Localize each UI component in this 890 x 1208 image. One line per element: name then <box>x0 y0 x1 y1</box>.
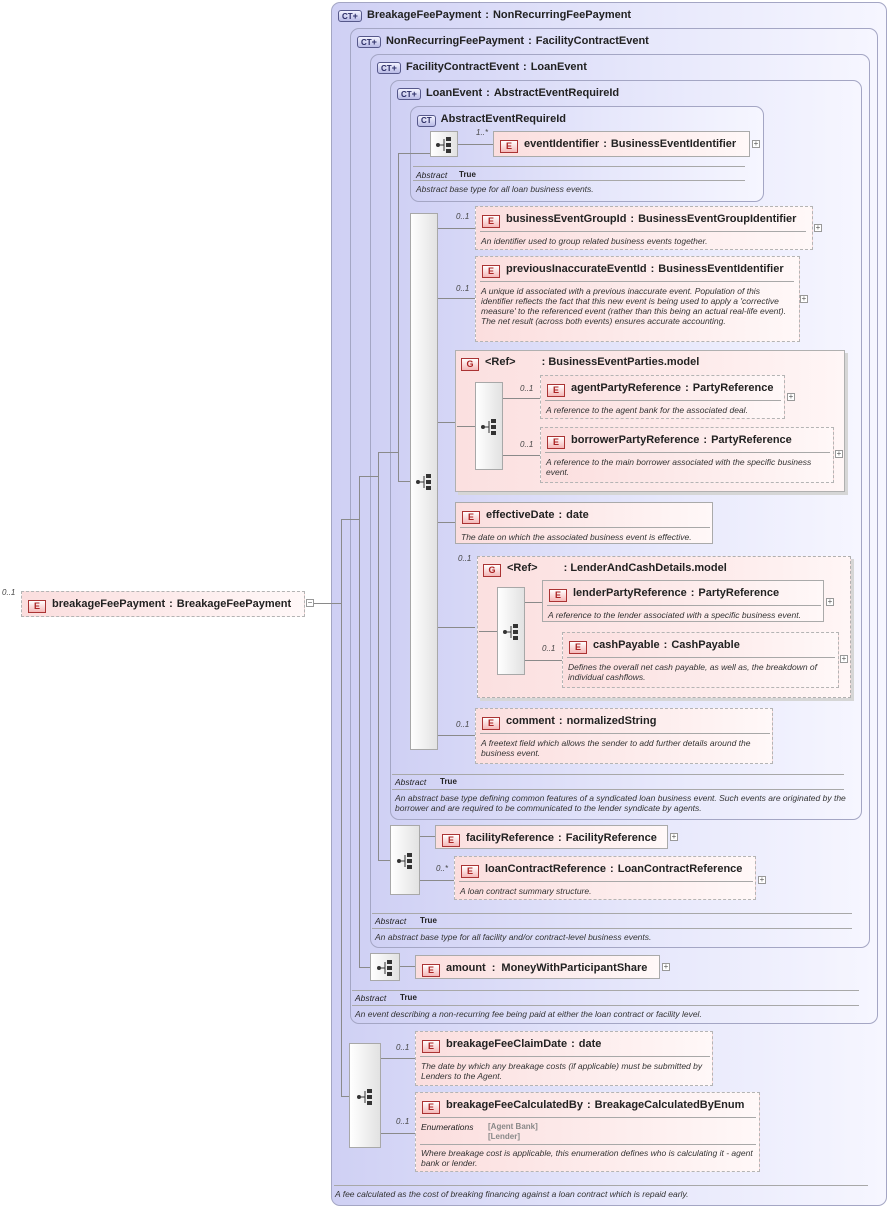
abstract-label: Abstract <box>416 170 448 180</box>
facility-contract-event-doc: An abstract base type for all facility a… <box>375 932 652 942</box>
sequence-compositor-parties[interactable] <box>475 382 503 470</box>
sequence-compositor-amount[interactable] <box>370 953 400 981</box>
sequence-compositor-loan-event[interactable] <box>410 213 438 750</box>
expand-icon[interactable]: + <box>758 875 766 884</box>
expand-icon[interactable]: + <box>752 139 760 148</box>
expand-icon[interactable]: + <box>814 223 822 232</box>
abstract-value: True <box>440 777 457 786</box>
loan-event-doc: An abstract base type defining common fe… <box>395 793 846 813</box>
expand-icon[interactable]: + <box>800 294 808 303</box>
complex-type-badge: CT <box>417 115 436 127</box>
sequence-icon <box>416 474 431 490</box>
element-badge: E <box>28 600 46 613</box>
sequence-icon <box>436 137 451 153</box>
sequence-icon <box>397 853 412 869</box>
abstract-event-doc: Abstract base type for all loan business… <box>416 184 594 194</box>
root-cardinality: 0..1 <box>2 588 16 597</box>
root-connector <box>314 603 331 604</box>
expand-icon[interactable]: + <box>835 449 843 458</box>
abstract-value: True <box>400 993 417 1002</box>
sequence-compositor-facility[interactable] <box>390 825 420 895</box>
collapse-icon[interactable]: − <box>306 598 314 607</box>
abstract-label: Abstract <box>355 993 387 1003</box>
complex-type-badge: CT+ <box>338 10 362 22</box>
complex-type-badge: CT+ <box>357 36 381 48</box>
sequence-compositor[interactable] <box>430 131 458 157</box>
complex-type-badge: CT+ <box>377 62 401 74</box>
expand-icon[interactable]: + <box>662 962 670 971</box>
sequence-compositor-breakage-extension[interactable] <box>349 1043 381 1148</box>
abstract-label: Abstract <box>375 916 407 926</box>
breakage-fee-payment-doc: A fee calculated as the cost of breaking… <box>335 1189 689 1199</box>
expand-icon[interactable]: + <box>787 392 795 401</box>
abstract-value: True <box>459 170 476 179</box>
sequence-icon <box>357 1089 372 1105</box>
expand-icon[interactable]: + <box>826 597 834 606</box>
root-element-type: BreakageFeePayment <box>176 598 292 610</box>
sequence-icon <box>377 960 392 976</box>
root-element-name: breakageFeePayment <box>52 598 166 610</box>
sequence-icon <box>481 419 496 435</box>
abstract-label: Abstract <box>395 777 427 787</box>
expand-icon[interactable]: + <box>670 832 678 841</box>
sequence-compositor-lender-cash[interactable] <box>497 587 525 675</box>
complex-type-badge: CT+ <box>397 88 421 100</box>
expand-icon[interactable]: + <box>840 654 848 663</box>
abstract-value: True <box>420 916 437 925</box>
non-recurring-fee-doc: An event describing a non-recurring fee … <box>355 1009 702 1019</box>
sequence-icon <box>503 624 518 640</box>
